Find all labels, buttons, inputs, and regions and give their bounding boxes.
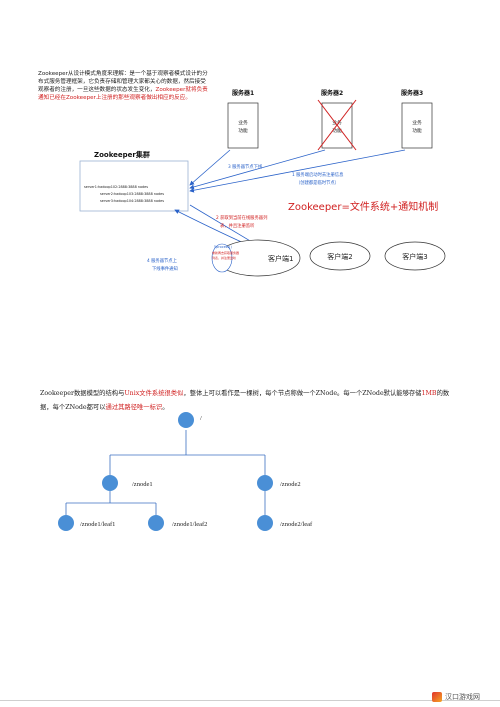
server-3-func-b: 功能 [412, 127, 422, 134]
note-4: 4 服务器节点上 [147, 257, 178, 264]
znode-tree: / /znode1 /znode2 /znode1/leaf1 /znode1/… [58, 412, 313, 531]
process-note-a: 重新再去获取服务器 [212, 250, 239, 255]
arrow-server2-cluster [189, 149, 326, 190]
server-2-func-b: 功能 [332, 127, 342, 134]
tree-label-leaf1: /znode1/leaf1 [80, 521, 115, 528]
server-3-box [401, 102, 433, 149]
tree-node-leaf1 [58, 515, 74, 531]
server-2-label: 服务器2 [321, 89, 343, 97]
note-2: 2 获取到当前在线服务器列 [216, 214, 267, 221]
process-note-b: 列表，并注册监听 [212, 255, 236, 260]
server-1-label: 服务器1 [232, 89, 254, 97]
tree-label-root: / [200, 415, 202, 422]
tree-label-leaf3: /znode2/leaf [280, 521, 313, 528]
brand-name: 汉口游戏网 [445, 693, 480, 701]
para2-b: Unix文件系统很类似 [124, 390, 184, 397]
server-1-box [227, 102, 259, 149]
note-3: 3 服务器节点下线 [228, 163, 263, 170]
tree-node-znode1 [102, 475, 118, 491]
note-1: 1 服务端启动时去注册信息 [292, 171, 344, 178]
cluster-box [79, 160, 189, 212]
client-2-ellipse [309, 241, 371, 271]
brand-logo-icon [432, 692, 442, 702]
cluster-title: Zookeeper集群 [94, 150, 150, 159]
tree-node-znode2 [257, 475, 273, 491]
note-1b: （创建都是临时节点） [296, 179, 339, 186]
client-3-label: 客户端3 [402, 252, 427, 261]
server-1-func-b: 功能 [238, 127, 248, 134]
client-1-process [211, 243, 233, 273]
formula-text: Zookeeper=文件系统+通知机制 [288, 200, 438, 213]
client-1-label: 客户端1 [268, 254, 293, 263]
para2-e: 的数据，每个ZNode都可以 [40, 390, 450, 411]
note-4b: 下线事件通知 [152, 265, 178, 272]
note-2b: 表，并且注册监听 [220, 222, 255, 229]
para2-d: 1MB [421, 390, 437, 397]
intro-text: Zookeeper从设计模式角度来理解：是一个基于观察者模式设计的分布式服务管理… [38, 71, 208, 93]
process-label: 5process() [214, 245, 233, 249]
footer-divider [0, 700, 500, 701]
server-1-func-a: 业务 [238, 119, 248, 126]
arrow-server3-cluster [189, 149, 406, 193]
tree-node-leaf2 [148, 515, 164, 531]
footer-logo[interactable]: 汉口游戏网 [432, 690, 492, 704]
znode-paragraph: Zookeeper数据模型的结构与Unix文件系统很类似，整体上可以看作是一棵树… [40, 387, 460, 415]
server-2-cross-b [317, 99, 357, 151]
server-3-label: 服务器3 [401, 89, 423, 97]
tree-label-leaf2: /znode1/leaf2 [172, 521, 207, 528]
client-2-label: 客户端2 [327, 252, 352, 261]
tree-node-root [178, 412, 194, 428]
cluster-server-3: server3:hadoop104:2888:3888 nodes [100, 199, 164, 203]
cluster-server-1: server1:hadoop102:2888:3888 nodes [84, 185, 148, 189]
para2-c: ，整体上可以看作是一棵树，每个节点称做一个ZNode。每一个ZNode默认能够存… [183, 390, 422, 397]
para2-f: 通过其路径唯一标识 [105, 404, 163, 411]
server-2-func-a: 业务 [332, 119, 342, 126]
tree-label-znode1: /znode1 [132, 481, 153, 488]
intro-highlight: Zookeeper就将负责通知已经在Zookeeper上注册的那些观察者做出相应… [38, 87, 208, 101]
client-3-ellipse [384, 241, 446, 271]
cluster-server-2: server2:hadoop103:2888:3888 nodes [100, 192, 164, 196]
tree-node-leaf3 [257, 515, 273, 531]
tree-label-znode2: /znode2 [280, 481, 301, 488]
intro-paragraph: Zookeeper从设计模式角度来理解：是一个基于观察者模式设计的分布式服务管理… [38, 70, 208, 102]
server-3-func-a: 业务 [412, 119, 422, 126]
para2-g: 。 [162, 404, 169, 411]
para2-a: Zookeeper数据模型的结构与 [40, 390, 125, 397]
arrow-server1-cluster [189, 149, 231, 186]
